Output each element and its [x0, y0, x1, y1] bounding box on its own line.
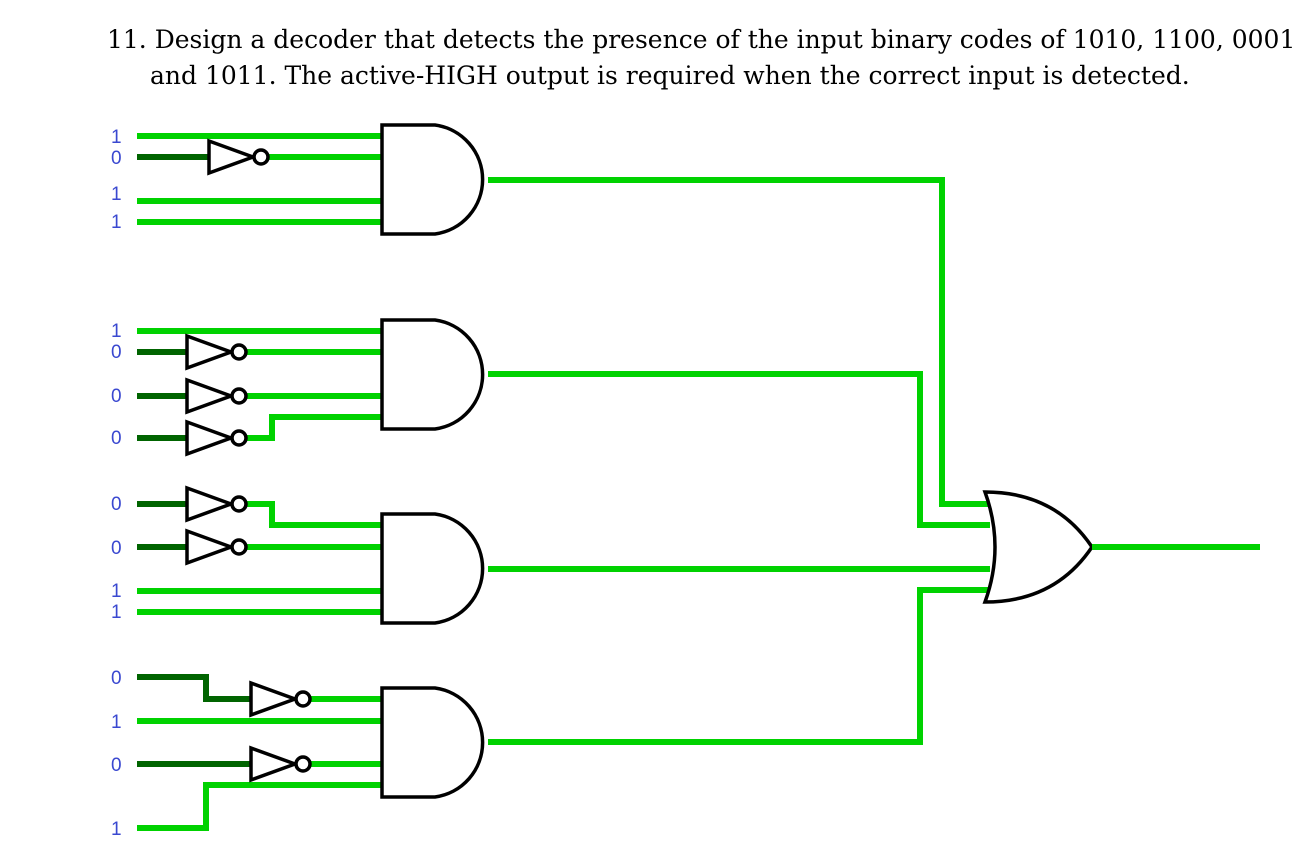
input-label: 1 [111, 212, 122, 233]
question-line-2: and 1011. The active-HIGH output is requ… [150, 61, 1190, 90]
and4-to-or-wire [488, 587, 990, 745]
not-gate-bubble [230, 429, 248, 447]
input-label: 1 [111, 819, 122, 840]
question-number: 11. [107, 25, 147, 54]
input-label: 1 [111, 321, 122, 342]
not-gate [185, 419, 248, 457]
not-gate-bubble [230, 343, 248, 361]
and-gate-2 [380, 318, 485, 431]
not-gate-triangle [185, 485, 237, 523]
input-label: 1 [111, 581, 122, 602]
wire-high [246, 501, 382, 528]
and-gate-4 [380, 686, 485, 799]
not-gate [185, 377, 248, 415]
not-gate-bubble [294, 755, 312, 773]
input-label: 0 [111, 428, 122, 449]
question-line-1: 11. Design a decoder that detects the pr… [107, 22, 1295, 58]
and2-to-or-wire [488, 371, 990, 528]
and-gate-1 [380, 123, 485, 236]
not-gate-triangle [249, 680, 301, 718]
input-label: 0 [111, 148, 122, 169]
not-gate-triangle [185, 528, 237, 566]
and-gate-1-group: 1 0 1 1 [111, 123, 485, 236]
input-label: 1 [111, 127, 122, 148]
question-line-1-text: Design a decoder that detects the presen… [154, 25, 1296, 54]
input-label: 0 [111, 538, 122, 559]
input-label: 0 [111, 386, 122, 407]
not-gate [207, 138, 270, 176]
input-label: 1 [111, 602, 122, 623]
input-label: 0 [111, 755, 122, 776]
wire-high [137, 782, 382, 831]
and-gate-2-group: 1 0 0 0 [111, 318, 485, 457]
input-label: 0 [111, 668, 122, 689]
not-gate [185, 333, 248, 371]
not-gate-triangle [207, 138, 259, 176]
wire-low [137, 674, 251, 702]
and-gate-3-group: 0 0 1 1 [111, 485, 485, 625]
not-gate-triangle [249, 745, 301, 783]
and-gate-3 [380, 512, 485, 625]
not-gate [185, 485, 248, 523]
not-gate [185, 528, 248, 566]
input-label: 0 [111, 494, 122, 515]
and-gate-4-group: 0 1 0 1 [111, 668, 485, 840]
not-gate-triangle [185, 377, 237, 415]
not-gate [249, 745, 312, 783]
input-label: 1 [111, 712, 122, 733]
or-gate [982, 490, 1095, 604]
input-label: 0 [111, 342, 122, 363]
not-gate-bubble [252, 148, 270, 166]
not-gate-triangle [185, 333, 237, 371]
not-gate-triangle [185, 419, 237, 457]
not-gate-bubble [230, 387, 248, 405]
not-gate-bubble [230, 495, 248, 513]
input-label: 1 [111, 184, 122, 205]
wire-high [246, 414, 382, 441]
not-gate [249, 680, 312, 718]
not-gate-bubble [294, 690, 312, 708]
and1-to-or-wire [488, 177, 990, 507]
not-gate-bubble [230, 538, 248, 556]
